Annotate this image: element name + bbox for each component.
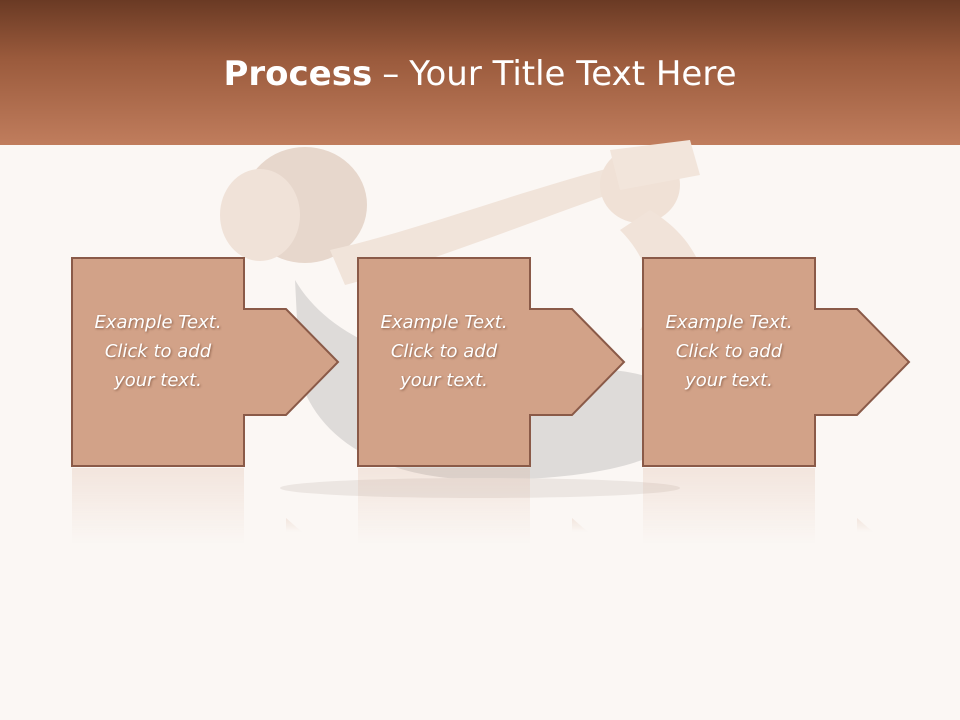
process-step-2[interactable]: Example Text. Click to add your text. xyxy=(356,256,628,468)
arrow-box-shape xyxy=(642,257,911,467)
title-rest: Your Title Text Here xyxy=(409,54,737,94)
step-text-line: Click to add xyxy=(675,341,783,362)
step-3-reflection xyxy=(643,468,873,544)
step-text-line: Example Text. xyxy=(94,312,222,333)
step-2-reflection xyxy=(358,468,588,544)
slide-title[interactable]: Process–Your Title Text Here xyxy=(0,50,960,98)
step-text-line: Click to add xyxy=(104,341,212,362)
title-separator: – xyxy=(382,54,400,94)
step-text: Example Text. Click to add your text. xyxy=(645,308,813,395)
arrow-box-shape xyxy=(357,257,626,467)
title-bar xyxy=(0,0,960,145)
step-text-line: Click to add xyxy=(390,341,498,362)
step-text: Example Text. Click to add your text. xyxy=(74,308,242,395)
step-text-line: your text. xyxy=(114,370,202,391)
process-step-3[interactable]: Example Text. Click to add your text. xyxy=(641,256,913,468)
process-step-1[interactable]: Example Text. Click to add your text. xyxy=(70,256,342,468)
title-bold: Process xyxy=(223,54,373,94)
step-text-line: your text. xyxy=(685,370,773,391)
step-text-line: your text. xyxy=(400,370,488,391)
step-1-reflection xyxy=(72,468,302,544)
step-text-line: Example Text. xyxy=(665,312,793,333)
arrow-box-shape xyxy=(71,257,340,467)
step-text: Example Text. Click to add your text. xyxy=(360,308,528,395)
step-text-line: Example Text. xyxy=(380,312,508,333)
